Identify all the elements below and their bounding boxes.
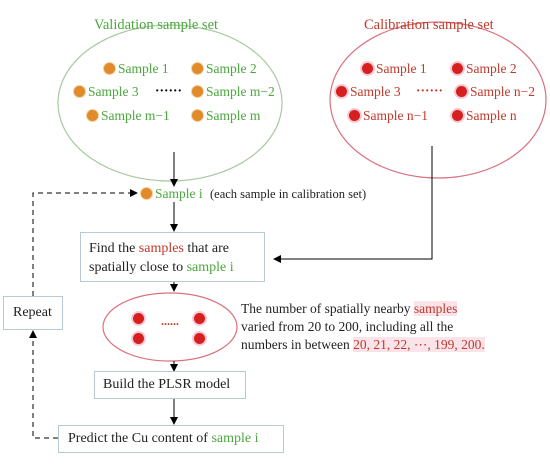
arrow-repeat-to-sample-i [32, 189, 138, 296]
orange-dot-icon [192, 63, 203, 74]
orange-dot-icon [104, 63, 115, 74]
find-close-samples-box: Find the samples that are spatially clos… [80, 232, 265, 282]
red-dot-icon [133, 333, 144, 344]
validation-sample-item: Sample 1 [104, 61, 169, 77]
nearby-note-line2: varied from 20 to 200, including all the [241, 319, 454, 334]
orange-dot-icon [87, 110, 98, 121]
nearby-ellipsis: ...... [161, 314, 179, 328]
validation-sample-item: Sample m−2 [192, 84, 275, 100]
repeat-box: Repeat [3, 296, 63, 330]
calibration-sample-item: Sample n−1 [349, 108, 428, 124]
calibration-ellipsis: ······ [416, 83, 444, 98]
calibration-set-title: Calibration sample set [364, 17, 494, 33]
orange-dot-icon [192, 110, 203, 121]
calibration-sample-item: Sample 3 [336, 84, 401, 100]
validation-sample-item: Sample m−1 [87, 108, 170, 124]
orange-dot-icon [141, 188, 152, 199]
nearby-note-line3: numbers in between 20, 21, 22, ⋯, 199, 2… [241, 337, 485, 352]
sample-i-note: (each sample in calibration set) [210, 187, 367, 201]
red-dot-icon [362, 63, 373, 74]
calibration-sample-item: Sample 1 [362, 61, 427, 77]
red-dot-icon [349, 110, 360, 121]
arrow-predict-to-repeat [29, 330, 58, 439]
orange-dot-icon [192, 86, 203, 97]
red-dot-icon [194, 313, 205, 324]
sample-i-label: Sample i [155, 186, 203, 201]
arrow-calibration-to-find [273, 146, 433, 263]
build-plsr-box: Build the PLSR model [94, 371, 246, 399]
predict-cu-box: Predict the Cu content of sample i [58, 425, 284, 453]
red-dot-icon [456, 86, 467, 97]
red-dot-icon [452, 110, 463, 121]
validation-sample-item: Sample m [192, 108, 260, 124]
validation-sample-item: Sample 2 [192, 61, 257, 77]
red-dot-icon [133, 313, 144, 324]
nearby-note-line1: The number of spatially nearby samples [241, 301, 458, 316]
validation-sample-item: Sample 3 [74, 84, 139, 100]
calibration-set-ellipse [329, 21, 547, 179]
calibration-sample-item: Sample 2 [452, 61, 517, 77]
calibration-sample-item: Sample n [452, 108, 517, 124]
red-dot-icon [336, 86, 347, 97]
red-dot-icon [194, 333, 205, 344]
nearby-samples-ellipse [102, 292, 238, 362]
validation-set-ellipse [57, 24, 283, 182]
sample-i-node: Sample i (each sample in calibration set… [141, 186, 366, 202]
calibration-sample-item: Sample n−2 [456, 84, 535, 100]
orange-dot-icon [74, 86, 85, 97]
red-dot-icon [452, 63, 463, 74]
validation-set-title: Validation sample set [94, 17, 219, 33]
validation-ellipsis: ······ [155, 83, 183, 98]
